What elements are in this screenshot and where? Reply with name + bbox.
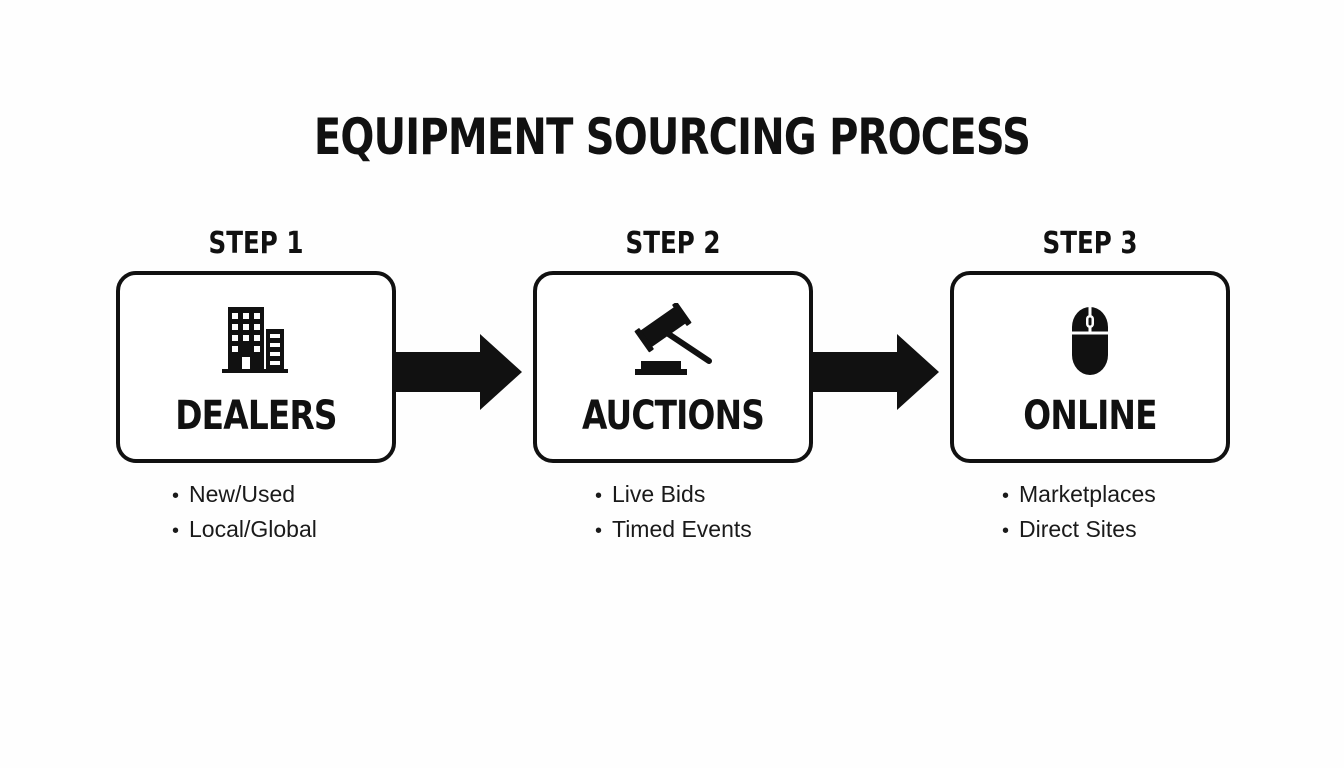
step-1-bullet-1: New/Used xyxy=(172,478,317,513)
step-1-bullet-2: Local/Global xyxy=(172,513,317,548)
step-1-bullet-list: New/Used Local/Global xyxy=(172,478,317,548)
arrow-step-1-to-2 xyxy=(394,334,522,410)
office-building-icon xyxy=(222,307,288,373)
step-3-bullet-1: Marketplaces xyxy=(1002,478,1156,513)
step-3-label: STEP 3 xyxy=(1042,226,1138,261)
step-1-box: DEALERS xyxy=(116,271,396,463)
gavel-icon xyxy=(634,303,712,375)
step-1-label: STEP 1 xyxy=(208,226,304,261)
step-2-bullet-2: Timed Events xyxy=(595,513,752,548)
step-3-bullet-2: Direct Sites xyxy=(1002,513,1156,548)
step-2-box: AUCTIONS xyxy=(533,271,813,463)
computer-mouse-icon xyxy=(1072,307,1108,375)
step-2-bullet-list: Live Bids Timed Events xyxy=(595,478,752,548)
step-2-bullet-1: Live Bids xyxy=(595,478,752,513)
arrow-step-2-to-3 xyxy=(811,334,939,410)
step-2-label: STEP 2 xyxy=(625,226,721,261)
step-3-box: ONLINE xyxy=(950,271,1230,463)
step-1-name: DEALERS xyxy=(175,393,337,439)
step-3-name: ONLINE xyxy=(1023,393,1157,439)
step-2-name: AUCTIONS xyxy=(581,393,765,439)
step-3-bullet-list: Marketplaces Direct Sites xyxy=(1002,478,1156,548)
diagram-title: EQUIPMENT SOURCING PROCESS xyxy=(313,108,1031,166)
